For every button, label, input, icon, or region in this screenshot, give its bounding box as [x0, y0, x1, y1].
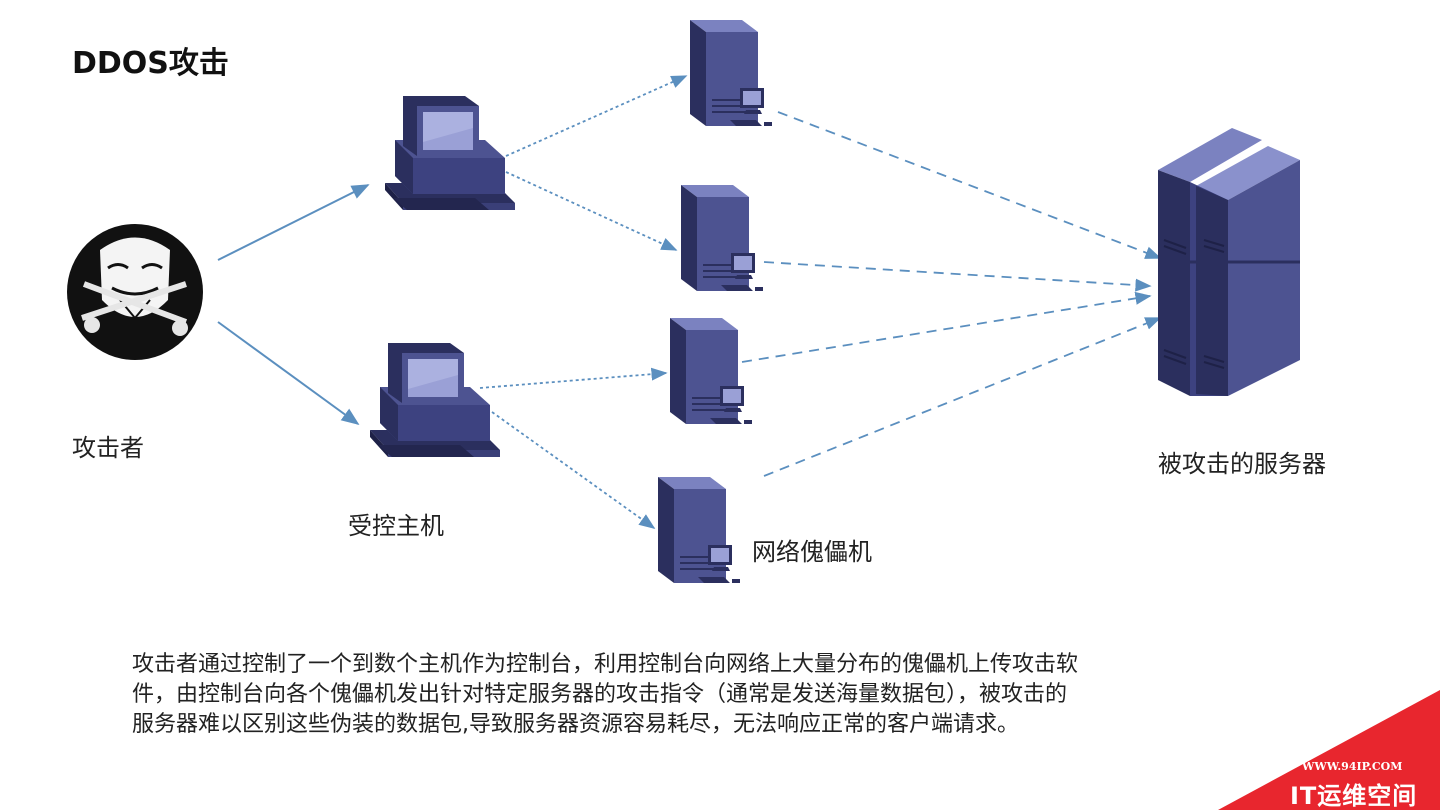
arrow-attacker-to-host-1 — [217, 184, 370, 261]
controller-to-bot-arrows — [479, 75, 688, 529]
target-server-cluster — [1158, 128, 1300, 396]
description-line-1: 攻击者通过控制了一个到数个主机作为控制台，利用控制台向网络上大量分布的傀儡机上传… — [132, 652, 1079, 677]
bot-computer-4 — [657, 476, 741, 584]
bot-to-target-arrows — [741, 111, 1162, 477]
watermark-url: WWW.94IP.COM — [1302, 760, 1403, 773]
arrow-host2-to-bot3 — [479, 367, 668, 389]
attacker-mask-icon — [67, 224, 203, 360]
watermark-text: IT运维空间 — [1290, 782, 1418, 810]
watermark-corner — [1218, 690, 1440, 810]
attacker-label: 攻击者 — [72, 434, 144, 462]
arrow-bot2-to-target — [763, 261, 1152, 292]
arrow-host1-to-bot1 — [505, 75, 688, 157]
bot-computer-1 — [689, 19, 773, 127]
controlled-host-computer-2 — [370, 343, 500, 457]
description-paragraph: 攻击者通过控制了一个到数个主机作为控制台，利用控制台向网络上大量分布的傀儡机上传… — [132, 650, 1312, 740]
bot-computer-2 — [680, 184, 764, 292]
bot-computer-3 — [669, 317, 753, 425]
arrow-attacker-to-host-2 — [217, 321, 360, 426]
description-line-3: 服务器难以区别这些伪装的数据包,导致服务器资源容易耗尽，无法响应正常的客户端请求… — [132, 712, 1019, 737]
controlled-host-computer-1 — [385, 96, 515, 210]
botnet-label: 网络傀儡机 — [752, 538, 872, 566]
arrow-host1-to-bot2 — [505, 171, 678, 251]
page-title: DDOS攻击 — [72, 46, 229, 81]
arrow-bot3-to-target — [741, 291, 1152, 363]
arrow-bot4-to-target — [763, 317, 1162, 477]
description-line-2: 件，由控制台向各个傀儡机发出针对特定服务器的攻击指令（通常是发送海量数据包），被… — [132, 682, 1068, 707]
controlled-hosts-label: 受控主机 — [348, 512, 444, 540]
target-server-label: 被攻击的服务器 — [1158, 450, 1326, 478]
attacker-to-controller-arrows — [217, 184, 370, 426]
arrow-bot1-to-target — [777, 111, 1162, 259]
arrow-host2-to-bot4 — [491, 411, 656, 529]
